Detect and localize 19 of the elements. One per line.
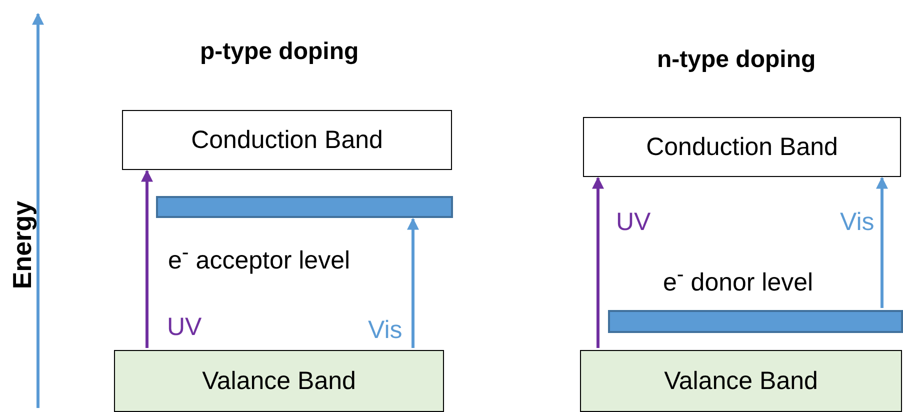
edge-label: UV xyxy=(167,315,202,340)
panel-title: p-type doping xyxy=(200,40,359,64)
edge-label: Vis xyxy=(368,318,402,343)
energy-level-bar xyxy=(156,196,453,218)
valence-band-box: Valance Band xyxy=(114,350,444,412)
arrow xyxy=(141,170,153,348)
energy-level-bar xyxy=(608,310,903,333)
valence-band-box: Valance Band xyxy=(580,350,902,412)
panel-title: n-type doping xyxy=(657,48,816,72)
conduction-band-box: Conduction Band xyxy=(583,117,901,177)
conduction-band-box: Conduction Band xyxy=(122,110,452,170)
arrow xyxy=(876,176,888,308)
level-label: e$^{-}$ donor level xyxy=(663,265,814,296)
arrow xyxy=(407,218,419,348)
axis-label: Energy xyxy=(9,200,36,290)
level-label: e$^{-}$ acceptor level xyxy=(168,243,350,274)
edge-label: Vis xyxy=(840,210,874,235)
arrow xyxy=(592,176,604,348)
edge-label: UV xyxy=(616,210,651,235)
